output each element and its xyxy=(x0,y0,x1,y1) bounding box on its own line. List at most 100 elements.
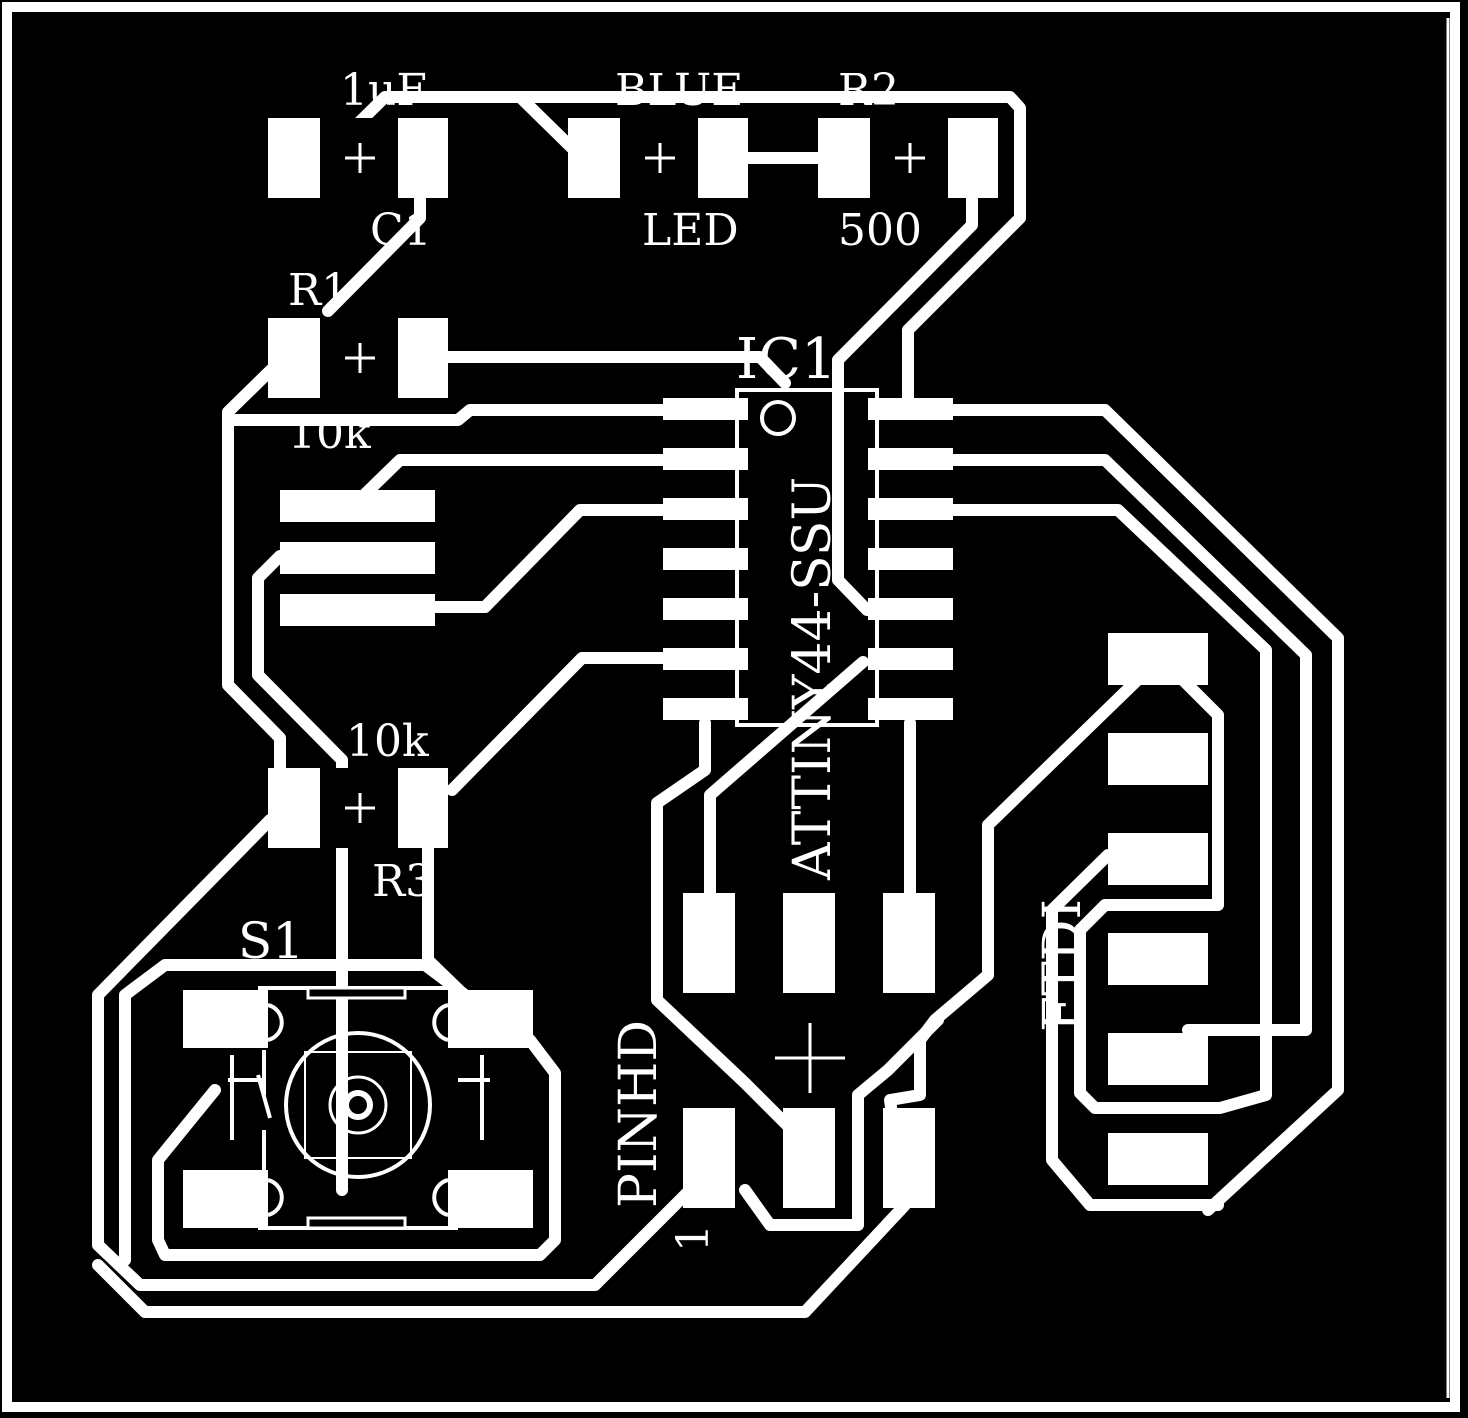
copper-traces xyxy=(92,91,1344,1318)
pinhd-pin-label: 1 xyxy=(668,1224,719,1252)
ic1-attiny44 xyxy=(663,388,953,727)
trace-gnd-loop xyxy=(739,1014,944,1231)
resonator-pad-3 xyxy=(883,893,935,993)
s1-actuator-inner xyxy=(328,1075,388,1135)
r1-value-label: 10k xyxy=(288,408,371,459)
trace-r2-to-ic xyxy=(832,194,978,616)
pinhd-name-label: PINHD xyxy=(609,1020,669,1208)
ic1-pad-7 xyxy=(663,698,748,720)
trace-c1-r1 xyxy=(322,194,426,317)
resonator-pad-1 xyxy=(683,893,735,993)
ftdi-pad-4 xyxy=(1108,933,1208,985)
trace-ic-pin6-r3 xyxy=(446,652,671,796)
trace-header2-to-r3 xyxy=(252,550,348,1196)
ic1-pad-11 xyxy=(868,548,953,570)
pinhd-header xyxy=(683,1023,935,1208)
left-header-pad-2 xyxy=(280,542,435,574)
s1-actuator-square xyxy=(304,1051,412,1159)
trace-c1-top-to-r2 xyxy=(317,91,1026,416)
capacitor-c1 xyxy=(268,118,448,198)
s1-arc-tr xyxy=(432,1003,449,1042)
s1-pad-top-left xyxy=(183,990,268,1048)
ftdi-header xyxy=(1108,633,1208,1185)
ic1-part-label: ATTINY44-SSU xyxy=(783,477,843,881)
ic1-pad-13 xyxy=(868,448,953,470)
left-header xyxy=(280,490,435,626)
ic1-pad-6 xyxy=(663,648,748,670)
led-origin-mark xyxy=(645,143,675,173)
r2-origin-mark xyxy=(895,143,925,173)
pinhd-pad-3 xyxy=(883,1108,935,1208)
trace-blue-top xyxy=(514,91,578,154)
r3-value-label: 10k xyxy=(346,716,429,767)
s1-notch-bottom xyxy=(306,1216,407,1230)
s1-contact-symbol xyxy=(256,1050,272,1175)
ftdi-pad-5 xyxy=(1108,1033,1208,1085)
trace-outer-ground xyxy=(92,1199,911,1318)
trace-ftdi-rx xyxy=(1046,849,1224,1211)
trace-switch-loop xyxy=(119,959,471,1266)
r2-value-label: 500 xyxy=(838,205,922,256)
trace-switch-right xyxy=(152,1009,561,1261)
ftdi-pad-3 xyxy=(1108,833,1208,885)
resistor-r3 xyxy=(268,768,448,848)
pinhd-pad-1 xyxy=(683,1108,735,1208)
resistor-r1 xyxy=(268,318,448,398)
c1-value-label: 1uF xyxy=(340,65,427,116)
led-color-label: BLUE xyxy=(615,65,743,116)
ic1-name-label: IC1 xyxy=(736,327,837,392)
trace-pinhd1-to-switch xyxy=(92,814,716,1291)
ftdi-pad-6 xyxy=(1108,1133,1208,1185)
led-blue xyxy=(568,118,748,198)
pinhd-pad-2 xyxy=(783,1108,835,1208)
s1-name-label: S1 xyxy=(238,912,304,970)
trace-ic-bottom-left xyxy=(651,717,801,1139)
ftdi-pad-1 xyxy=(1108,633,1208,685)
s1-actuator-center xyxy=(343,1090,373,1120)
ftdi-name-label: FTDI xyxy=(1033,899,1093,1032)
ic1-pin1-marker xyxy=(760,400,796,436)
trace-ic-pin1 xyxy=(222,404,671,426)
trace-ic-bottom-mid xyxy=(704,656,869,901)
ftdi-pad-2 xyxy=(1108,733,1208,785)
left-header-pad-3 xyxy=(280,594,435,626)
s1-arc-tl xyxy=(267,1003,284,1042)
r3-name-label: R3 xyxy=(372,856,433,907)
r1-name-label: R1 xyxy=(288,265,349,316)
ic1-pad-1 xyxy=(663,398,748,420)
ic1-pad-8 xyxy=(868,698,953,720)
c1-name-label: C1 xyxy=(370,205,432,256)
trace-ic-pin3-header xyxy=(429,504,671,613)
ic1-pad-12 xyxy=(868,498,953,520)
switch-s1 xyxy=(183,986,533,1230)
left-header-pad-1 xyxy=(280,490,435,522)
s1-arc-br xyxy=(432,1178,449,1217)
s1-pad-bottom-left xyxy=(183,1170,268,1228)
led-name-label: LED xyxy=(642,205,739,256)
pinhd-origin-mark xyxy=(775,1023,845,1093)
s1-pad-top-right xyxy=(448,990,533,1048)
trace-ic-pin2-header xyxy=(356,454,671,503)
trace-r1-left-rail xyxy=(222,362,286,781)
resonator-pad-2 xyxy=(783,893,835,993)
r3-origin-mark xyxy=(345,793,375,823)
ic1-pad-14 xyxy=(868,398,953,420)
ic1-pad-5 xyxy=(663,598,748,620)
resonator xyxy=(683,893,935,993)
c1-origin-mark xyxy=(345,143,375,173)
s1-actuator-outer xyxy=(284,1031,432,1179)
ic1-left-pads xyxy=(663,398,748,720)
trace-ic-right-to-ftdi1 xyxy=(942,404,1344,1216)
trace-r1-to-ic xyxy=(439,351,791,389)
ic1-pad-3 xyxy=(663,498,748,520)
ic1-pad-4 xyxy=(663,548,748,570)
trace-ic-right-to-ftdi3 xyxy=(942,504,1272,1114)
ic1-right-pads xyxy=(868,398,953,720)
ic1-pad-2 xyxy=(663,448,748,470)
s1-pad-bottom-right xyxy=(448,1170,533,1228)
s1-arc-bl xyxy=(267,1178,284,1217)
r1-origin-mark xyxy=(345,343,375,373)
s1-notch-top xyxy=(306,986,407,1000)
